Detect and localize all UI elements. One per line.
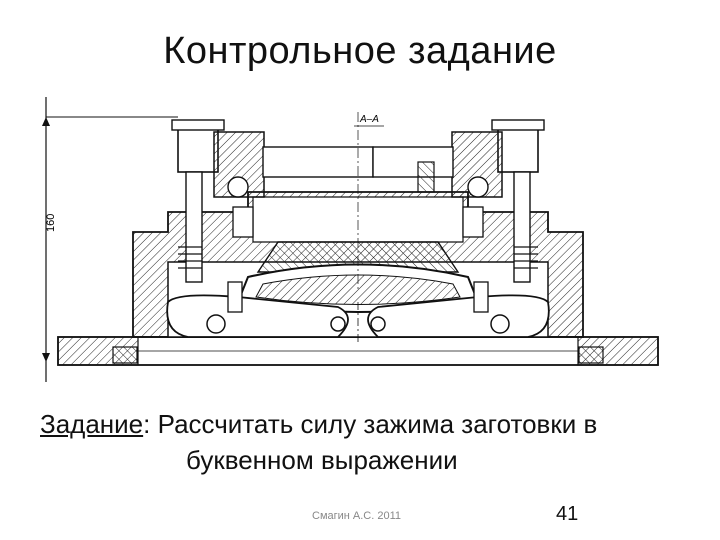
task-text-line1: Рассчитать силу зажима заготовки в bbox=[150, 409, 598, 439]
dimension-line: 160 bbox=[42, 97, 178, 382]
footer-author: Смагин А.С. 2011 bbox=[312, 510, 402, 522]
right-clamp-assembly bbox=[451, 119, 545, 313]
task-text-line2: буквенном выражении bbox=[186, 445, 458, 475]
dimension-label: 160 bbox=[45, 214, 57, 232]
section-label: А–А bbox=[359, 114, 379, 125]
fixture-technical-drawing: 160 А–А bbox=[38, 92, 678, 392]
task-label: Задание bbox=[40, 409, 144, 439]
fixture-drawing-svg: 160 А–А bbox=[42, 97, 659, 382]
task-separator: : bbox=[143, 409, 151, 439]
clamping-levers bbox=[166, 294, 550, 342]
top-clamp-bars bbox=[262, 112, 454, 292]
task-statement: Задание: Рассчитать силу зажима заготовк… bbox=[40, 406, 680, 478]
left-clamp-assembly bbox=[171, 119, 265, 313]
slide-title: Контрольное задание bbox=[163, 30, 557, 72]
base-bolts bbox=[112, 346, 604, 364]
page-number: 41 bbox=[556, 503, 579, 525]
